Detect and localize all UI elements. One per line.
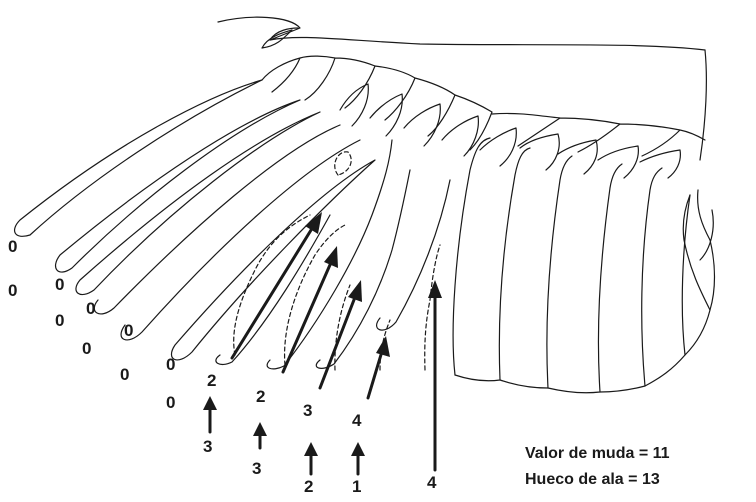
molt-score-label: 0 xyxy=(55,276,64,293)
arrow-head xyxy=(203,396,217,410)
primary-feather-growing xyxy=(316,170,410,368)
primary-feather xyxy=(76,112,320,295)
molt-score-label: 0 xyxy=(124,322,133,339)
covert-row xyxy=(492,113,705,156)
molt-score-label: 0 xyxy=(8,282,17,299)
covert-row xyxy=(262,56,492,150)
molt-score-label: 3 xyxy=(303,402,312,419)
arrow-head xyxy=(348,280,362,302)
tertial-feather xyxy=(698,190,715,310)
secondary-feather xyxy=(600,168,662,392)
secondary-feather xyxy=(453,138,490,375)
arrow-head xyxy=(305,212,322,234)
arrow-head xyxy=(376,336,390,357)
molt-score-label: 3 xyxy=(252,460,261,477)
wing-gap-text: Hueco de ala = 13 xyxy=(525,472,660,488)
primary-feather-growing xyxy=(377,180,450,330)
molt-score-label: 4 xyxy=(352,412,361,429)
wing-leading-edge xyxy=(218,17,705,50)
missing-feather-outline xyxy=(335,152,351,175)
molt-score-label: 3 xyxy=(203,438,212,455)
secondary-feather xyxy=(455,148,530,381)
primary-feather xyxy=(121,140,360,340)
molt-score-label: 2 xyxy=(207,372,216,389)
molt-score-label: 0 xyxy=(166,394,175,411)
molt-score-label: 0 xyxy=(166,356,175,373)
wing-trailing-edge xyxy=(700,50,706,160)
arrow-head xyxy=(324,246,338,268)
covert-row xyxy=(340,84,516,166)
molt-score-label: 2 xyxy=(304,478,313,495)
missing-feather-outline xyxy=(425,245,440,370)
arrow-head xyxy=(428,280,442,298)
molt-value-text: Valor de muda = 11 xyxy=(525,446,670,462)
molt-score-label: 0 xyxy=(8,238,17,255)
molt-score-label: 0 xyxy=(120,366,129,383)
primary-feather xyxy=(15,80,262,236)
molt-score-label: 2 xyxy=(256,388,265,405)
molt-score-label: 0 xyxy=(55,312,64,329)
arrow xyxy=(368,348,383,398)
molt-score-label: 1 xyxy=(352,478,361,495)
molt-score-label: 0 xyxy=(86,300,95,317)
covert-row xyxy=(520,134,680,178)
secondary-feather xyxy=(500,156,572,388)
molt-score-label: 4 xyxy=(427,474,436,491)
arrow-head xyxy=(304,442,318,456)
primary-feather xyxy=(94,125,340,314)
arrow-head xyxy=(351,442,365,456)
secondary-feather xyxy=(548,164,622,393)
molt-score-label: 0 xyxy=(82,340,91,357)
arrow-head xyxy=(253,422,267,436)
